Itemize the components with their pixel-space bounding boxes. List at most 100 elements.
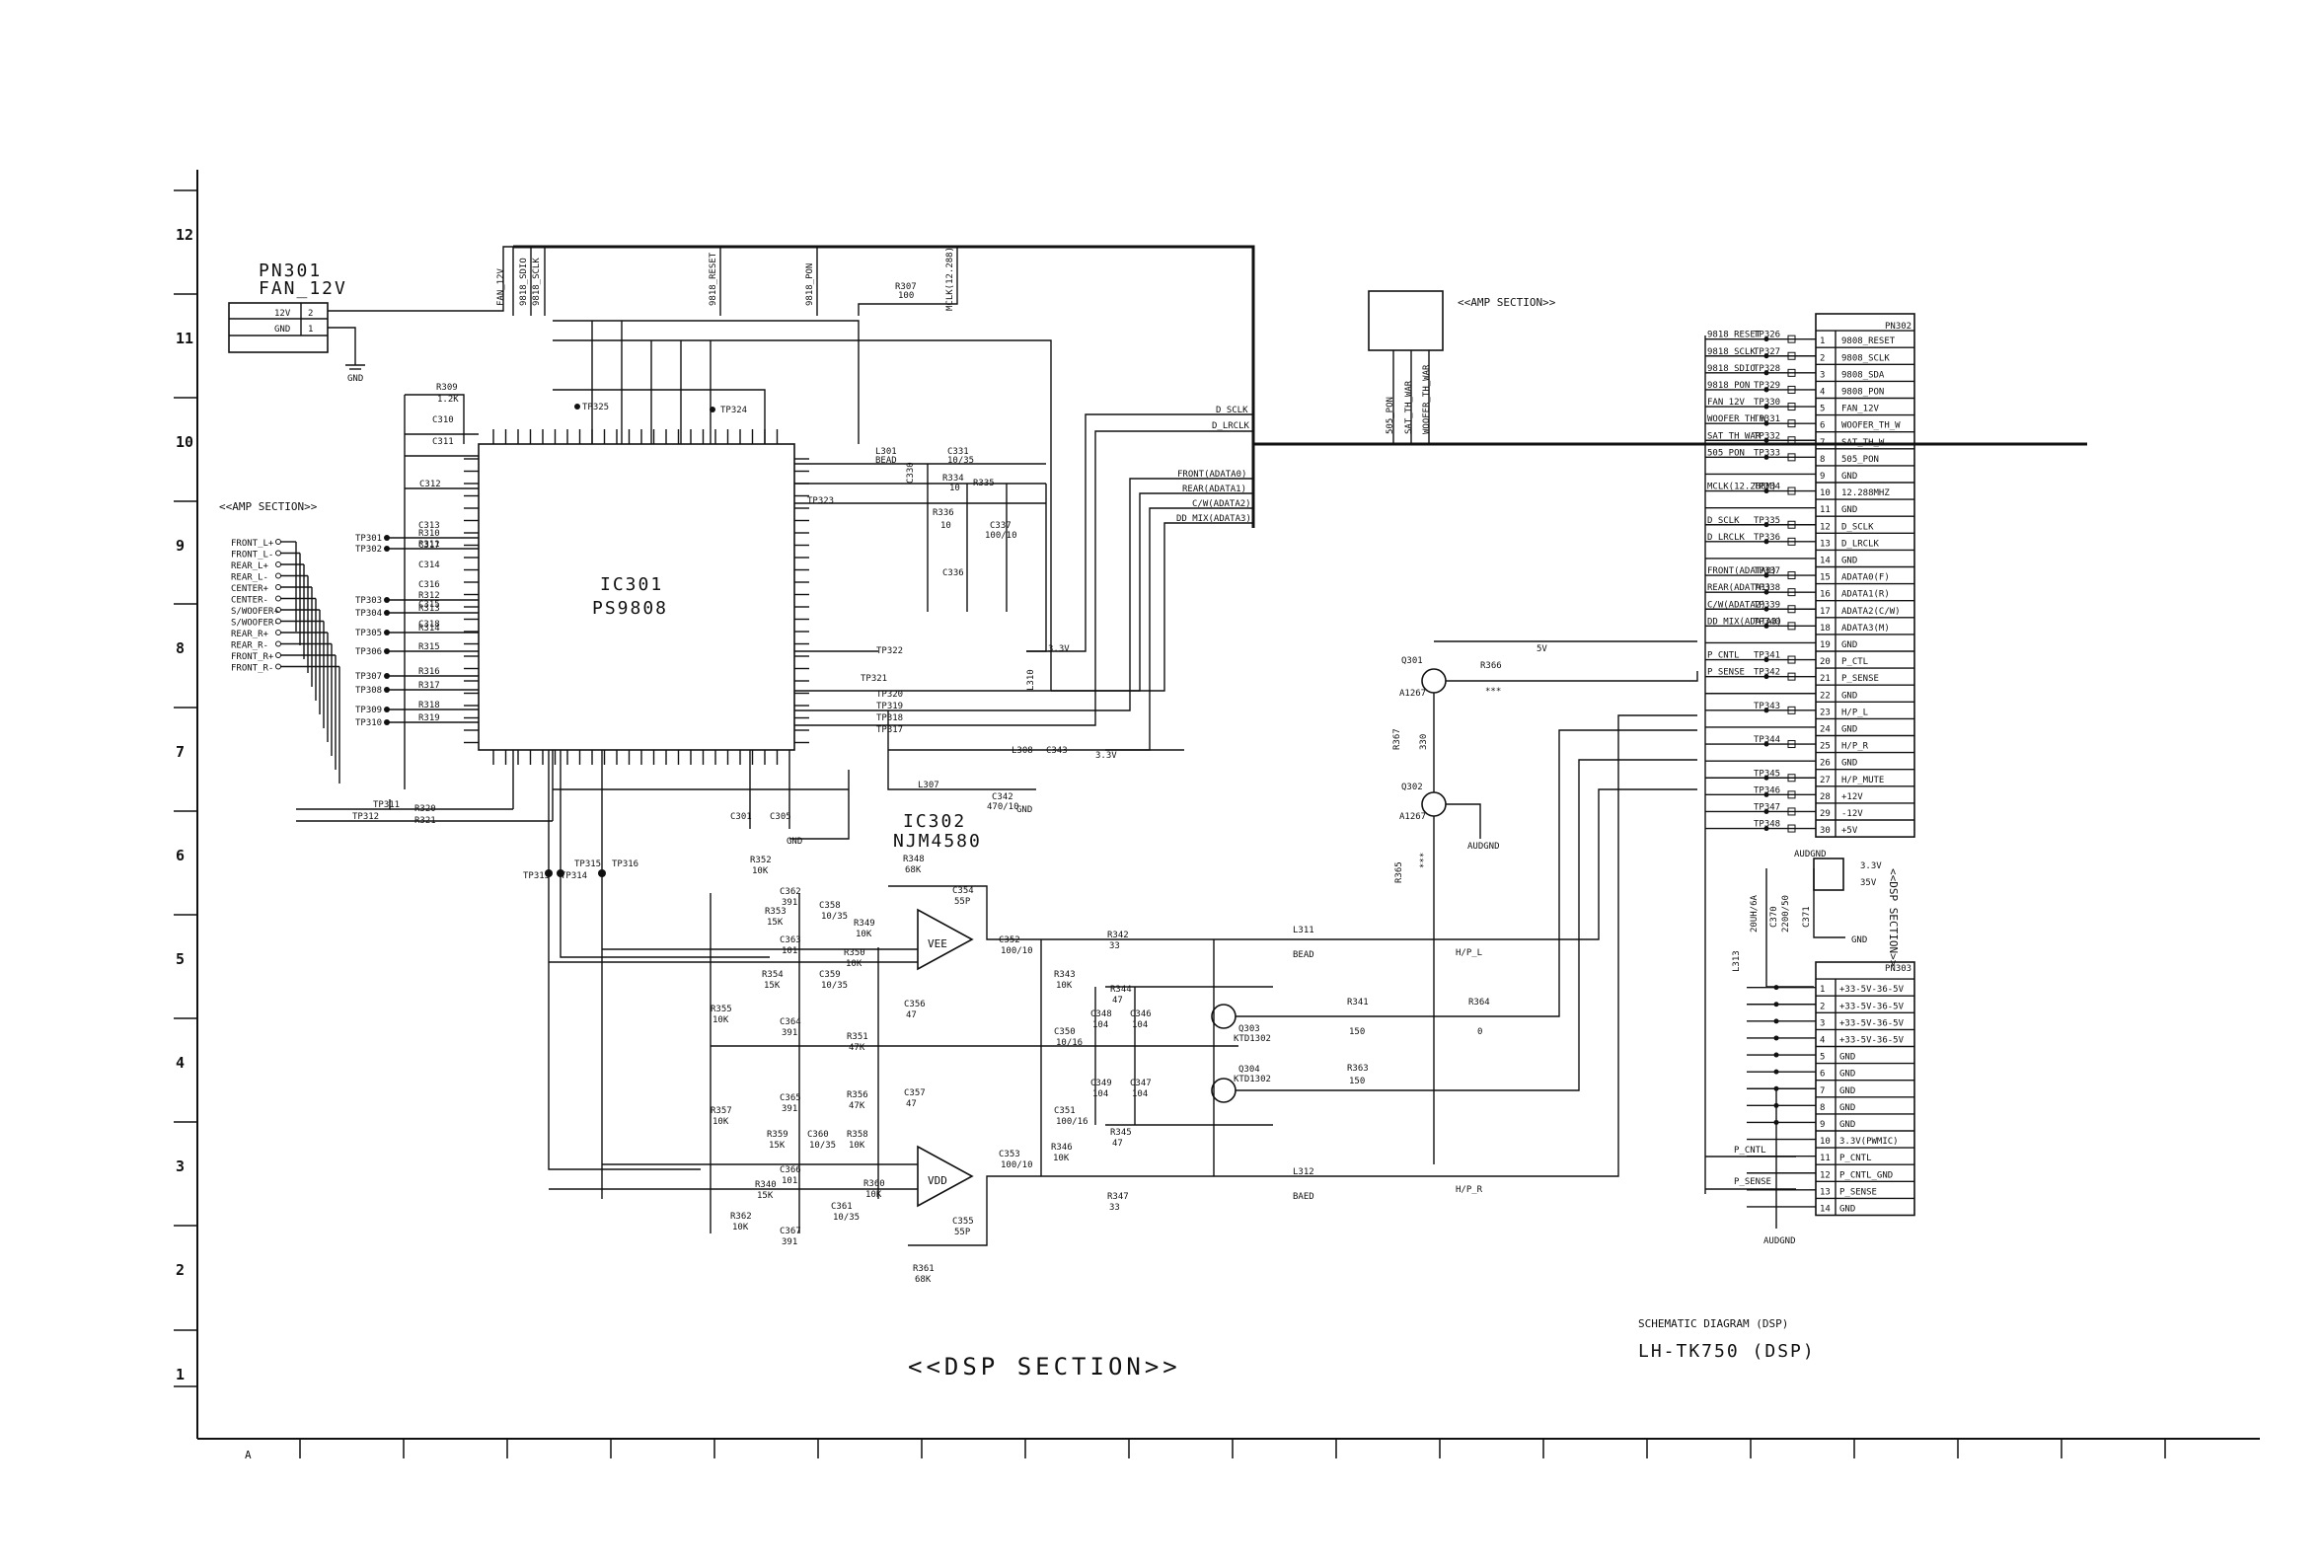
test-point — [1763, 539, 1769, 545]
pn302-pin-num: 23 — [1820, 708, 1831, 717]
component-ref: C362 — [780, 887, 801, 897]
tp325-label: TP325 — [582, 403, 609, 412]
component-ref: R351 — [847, 1032, 868, 1042]
net-9818-sdio: 9818_SDIO — [519, 258, 529, 306]
pn302-tp-label: TP342 — [1754, 668, 1780, 678]
hp-r-label: H/P_R — [1456, 1185, 1483, 1195]
component-ref: C358 — [819, 901, 841, 911]
amp-input-terminal — [275, 663, 281, 670]
pn302-tp-label: TP337 — [1754, 566, 1780, 576]
l311-val: BEAD — [1293, 950, 1314, 960]
r367-label: R367 — [1392, 728, 1402, 750]
pn302-pin-name: GND — [1841, 557, 1857, 566]
pn302-tp-label: TP327 — [1754, 347, 1780, 357]
ic301-bottom-network: TP311 TP312 R320 R321 TP313 TP314 TP315 … — [296, 750, 850, 1199]
component-value: 10K — [1056, 981, 1073, 991]
r365-label: R365 — [1394, 861, 1404, 883]
connector-terminal — [1787, 655, 1796, 664]
pn302-pin-num: 17 — [1820, 607, 1831, 617]
component-ref: R354 — [762, 970, 784, 980]
net-mclk: MCLK(12.288) — [945, 247, 955, 311]
pn302-net-label: FAN_12V — [1707, 398, 1746, 408]
pn302-pin-name: -12V — [1841, 809, 1863, 819]
pn302-pin-name: WOOFER_TH_W — [1841, 421, 1901, 431]
test-point — [1763, 404, 1769, 410]
pn302-pin-num: 12 — [1820, 522, 1831, 532]
ic302-ref: IC302 — [903, 811, 966, 832]
connector-terminal — [1787, 740, 1796, 749]
pn303-pin-num: 10 — [1820, 1137, 1831, 1147]
component-value: 10/35 — [821, 912, 848, 922]
component-ref: C350 — [1054, 1027, 1076, 1037]
r307-val: 100 — [898, 291, 914, 301]
left-cap-label: C314 — [418, 560, 440, 570]
pn302-pin-num: 2 — [1820, 353, 1825, 363]
pn303-pin-name: +33-5V-36-5V — [1839, 1002, 1905, 1011]
pn303-pin-name: GND — [1839, 1053, 1855, 1063]
amp-input-label: REAR_L+ — [231, 561, 269, 571]
component-value: 47 — [1112, 1139, 1123, 1149]
component-value: 33 — [1109, 1203, 1120, 1213]
ic301-right-network: L301 BEAD C330 C331 10/35 R334 10 R335 R… — [794, 447, 1184, 815]
amp-input-terminal — [275, 630, 281, 635]
pn302-net-label: 505_PON — [1707, 448, 1745, 458]
test-point — [1763, 387, 1769, 393]
connector-terminal — [1787, 672, 1796, 681]
pn302-pin-num: 6 — [1820, 421, 1825, 431]
c312-label: C312 — [419, 480, 441, 489]
q302-part: A1267 — [1399, 812, 1426, 822]
r334-val: 10 — [949, 484, 960, 493]
component-value: 100/10 — [1001, 946, 1033, 956]
pn302-net-labels: 9818_RESETTP3269818_SCLKTP3279818_SDIOTP… — [1707, 331, 1796, 833]
pn302-pin-name: ADATA2(C/W) — [1841, 607, 1901, 617]
component-ref: R359 — [767, 1130, 788, 1140]
junction — [1773, 1052, 1779, 1058]
component-ref: C359 — [819, 970, 841, 980]
component-ref: C351 — [1054, 1106, 1076, 1116]
c301-label: C301 — [730, 812, 752, 822]
pn302-pin-num: 18 — [1820, 624, 1831, 634]
audgnd-pn303: AUDGND — [1763, 1236, 1796, 1246]
r334-label: R334 — [942, 474, 964, 484]
pn303-table: 1+33-5V-36-5V2+33-5V-36-5V3+33-5V-36-5V4… — [1747, 961, 1915, 1217]
pn302-pin-num: 29 — [1820, 809, 1831, 819]
tp315-label: TP315 — [574, 859, 601, 869]
component-ref: C356 — [904, 1000, 926, 1009]
pn302-net-label: D_LRCLK — [1707, 533, 1746, 543]
component-ref: C352 — [999, 935, 1020, 945]
amp-input-terminal — [275, 652, 281, 658]
row-label-12: 12 — [176, 226, 193, 244]
net-fan12v: FAN_12V — [496, 267, 506, 306]
c342-val: 470/10 — [987, 802, 1019, 812]
dsp-section-vertical: <<DSP SECTION>> — [1887, 868, 1900, 967]
component-ref: R348 — [903, 855, 925, 864]
test-point — [1763, 572, 1769, 578]
component-value: 104 — [1132, 1020, 1148, 1030]
q303-part: KTD1302 — [1234, 1034, 1271, 1044]
test-point — [1763, 336, 1769, 342]
junction — [1773, 1002, 1779, 1008]
component-value: 10K — [846, 959, 862, 969]
r364-label: R364 — [1468, 998, 1490, 1008]
p-sense-label: P_SENSE — [1734, 1177, 1771, 1187]
component-ref: C363 — [780, 935, 801, 945]
pn302-net-label: P_SENSE — [1707, 668, 1745, 678]
left-tp-label: TP301 — [355, 534, 382, 544]
connector-terminal — [1787, 419, 1796, 428]
row-label-2: 2 — [176, 1261, 185, 1279]
pn302-net-label: DD_MIX(ADATA3) — [1707, 617, 1782, 627]
pn302-pin-num: 27 — [1820, 776, 1831, 785]
opamp-a — [917, 908, 974, 971]
tp318-label: TP318 — [876, 713, 903, 723]
component-value: 47 — [906, 1010, 917, 1020]
connector-terminal — [1787, 706, 1796, 714]
pn302-net-label: SAT_TH_WAR — [1707, 431, 1762, 441]
component-value: 55P — [954, 897, 971, 907]
component-ref: R357 — [711, 1106, 732, 1116]
pn302-pin-num: 10 — [1820, 488, 1831, 498]
r363-val: 150 — [1349, 1077, 1365, 1086]
r309-val: 1.2K — [437, 395, 459, 405]
left-tp-label: TP310 — [355, 718, 382, 728]
bus-rear: REAR(ADATA1) — [1182, 485, 1246, 494]
component-value: 10K — [849, 1141, 865, 1151]
